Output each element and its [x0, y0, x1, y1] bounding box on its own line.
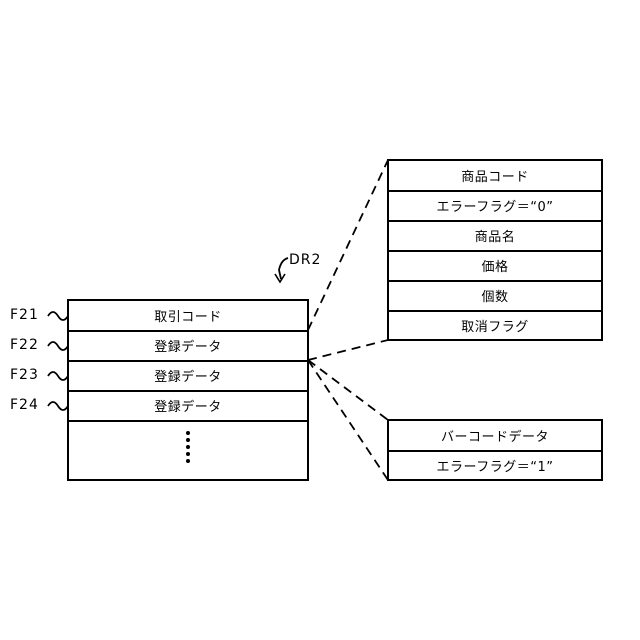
continuation-area: [69, 421, 307, 479]
main-row-f23: 登録データ: [69, 361, 307, 392]
connector-upper-bottom: [308, 340, 388, 360]
field-label-f24: F24: [10, 397, 39, 413]
main-row-f21: 取引コード: [69, 301, 307, 332]
tilde-icon-f24: [48, 402, 68, 410]
detail-upper-row: エラーフラグ＝“0”: [389, 191, 601, 222]
connector-lower-top: [308, 360, 388, 420]
dr2-label: DR2: [289, 252, 321, 268]
detail-upper-row: 商品コード: [389, 161, 601, 192]
connector-upper-top: [308, 160, 388, 330]
detail-table-upper: 商品コード エラーフラグ＝“0” 商品名 価格 個数 取消フラグ: [387, 159, 603, 341]
connector-lower-bottom: [308, 360, 388, 480]
detail-upper-row: 商品名: [389, 221, 601, 252]
detail-lower-row: エラーフラグ＝“1”: [389, 451, 601, 479]
tilde-icon-f22: [48, 342, 68, 350]
main-row-f24: 登録データ: [69, 391, 307, 422]
detail-upper-row: 価格: [389, 251, 601, 282]
detail-upper-row: 個数: [389, 281, 601, 312]
detail-table-lower: バーコードデータ エラーフラグ＝“1”: [387, 419, 603, 481]
detail-upper-row: 取消フラグ: [389, 311, 601, 339]
vertical-ellipsis-icon: [186, 431, 190, 463]
detail-lower-row: バーコードデータ: [389, 421, 601, 452]
field-label-f21: F21: [10, 307, 39, 323]
tilde-icon-f21: [48, 312, 68, 320]
field-label-f22: F22: [10, 337, 39, 353]
tilde-icon-f23: [48, 372, 68, 380]
field-label-f23: F23: [10, 367, 39, 383]
main-row-f22: 登録データ: [69, 331, 307, 362]
main-record-table: 取引コード 登録データ 登録データ 登録データ: [67, 299, 309, 481]
